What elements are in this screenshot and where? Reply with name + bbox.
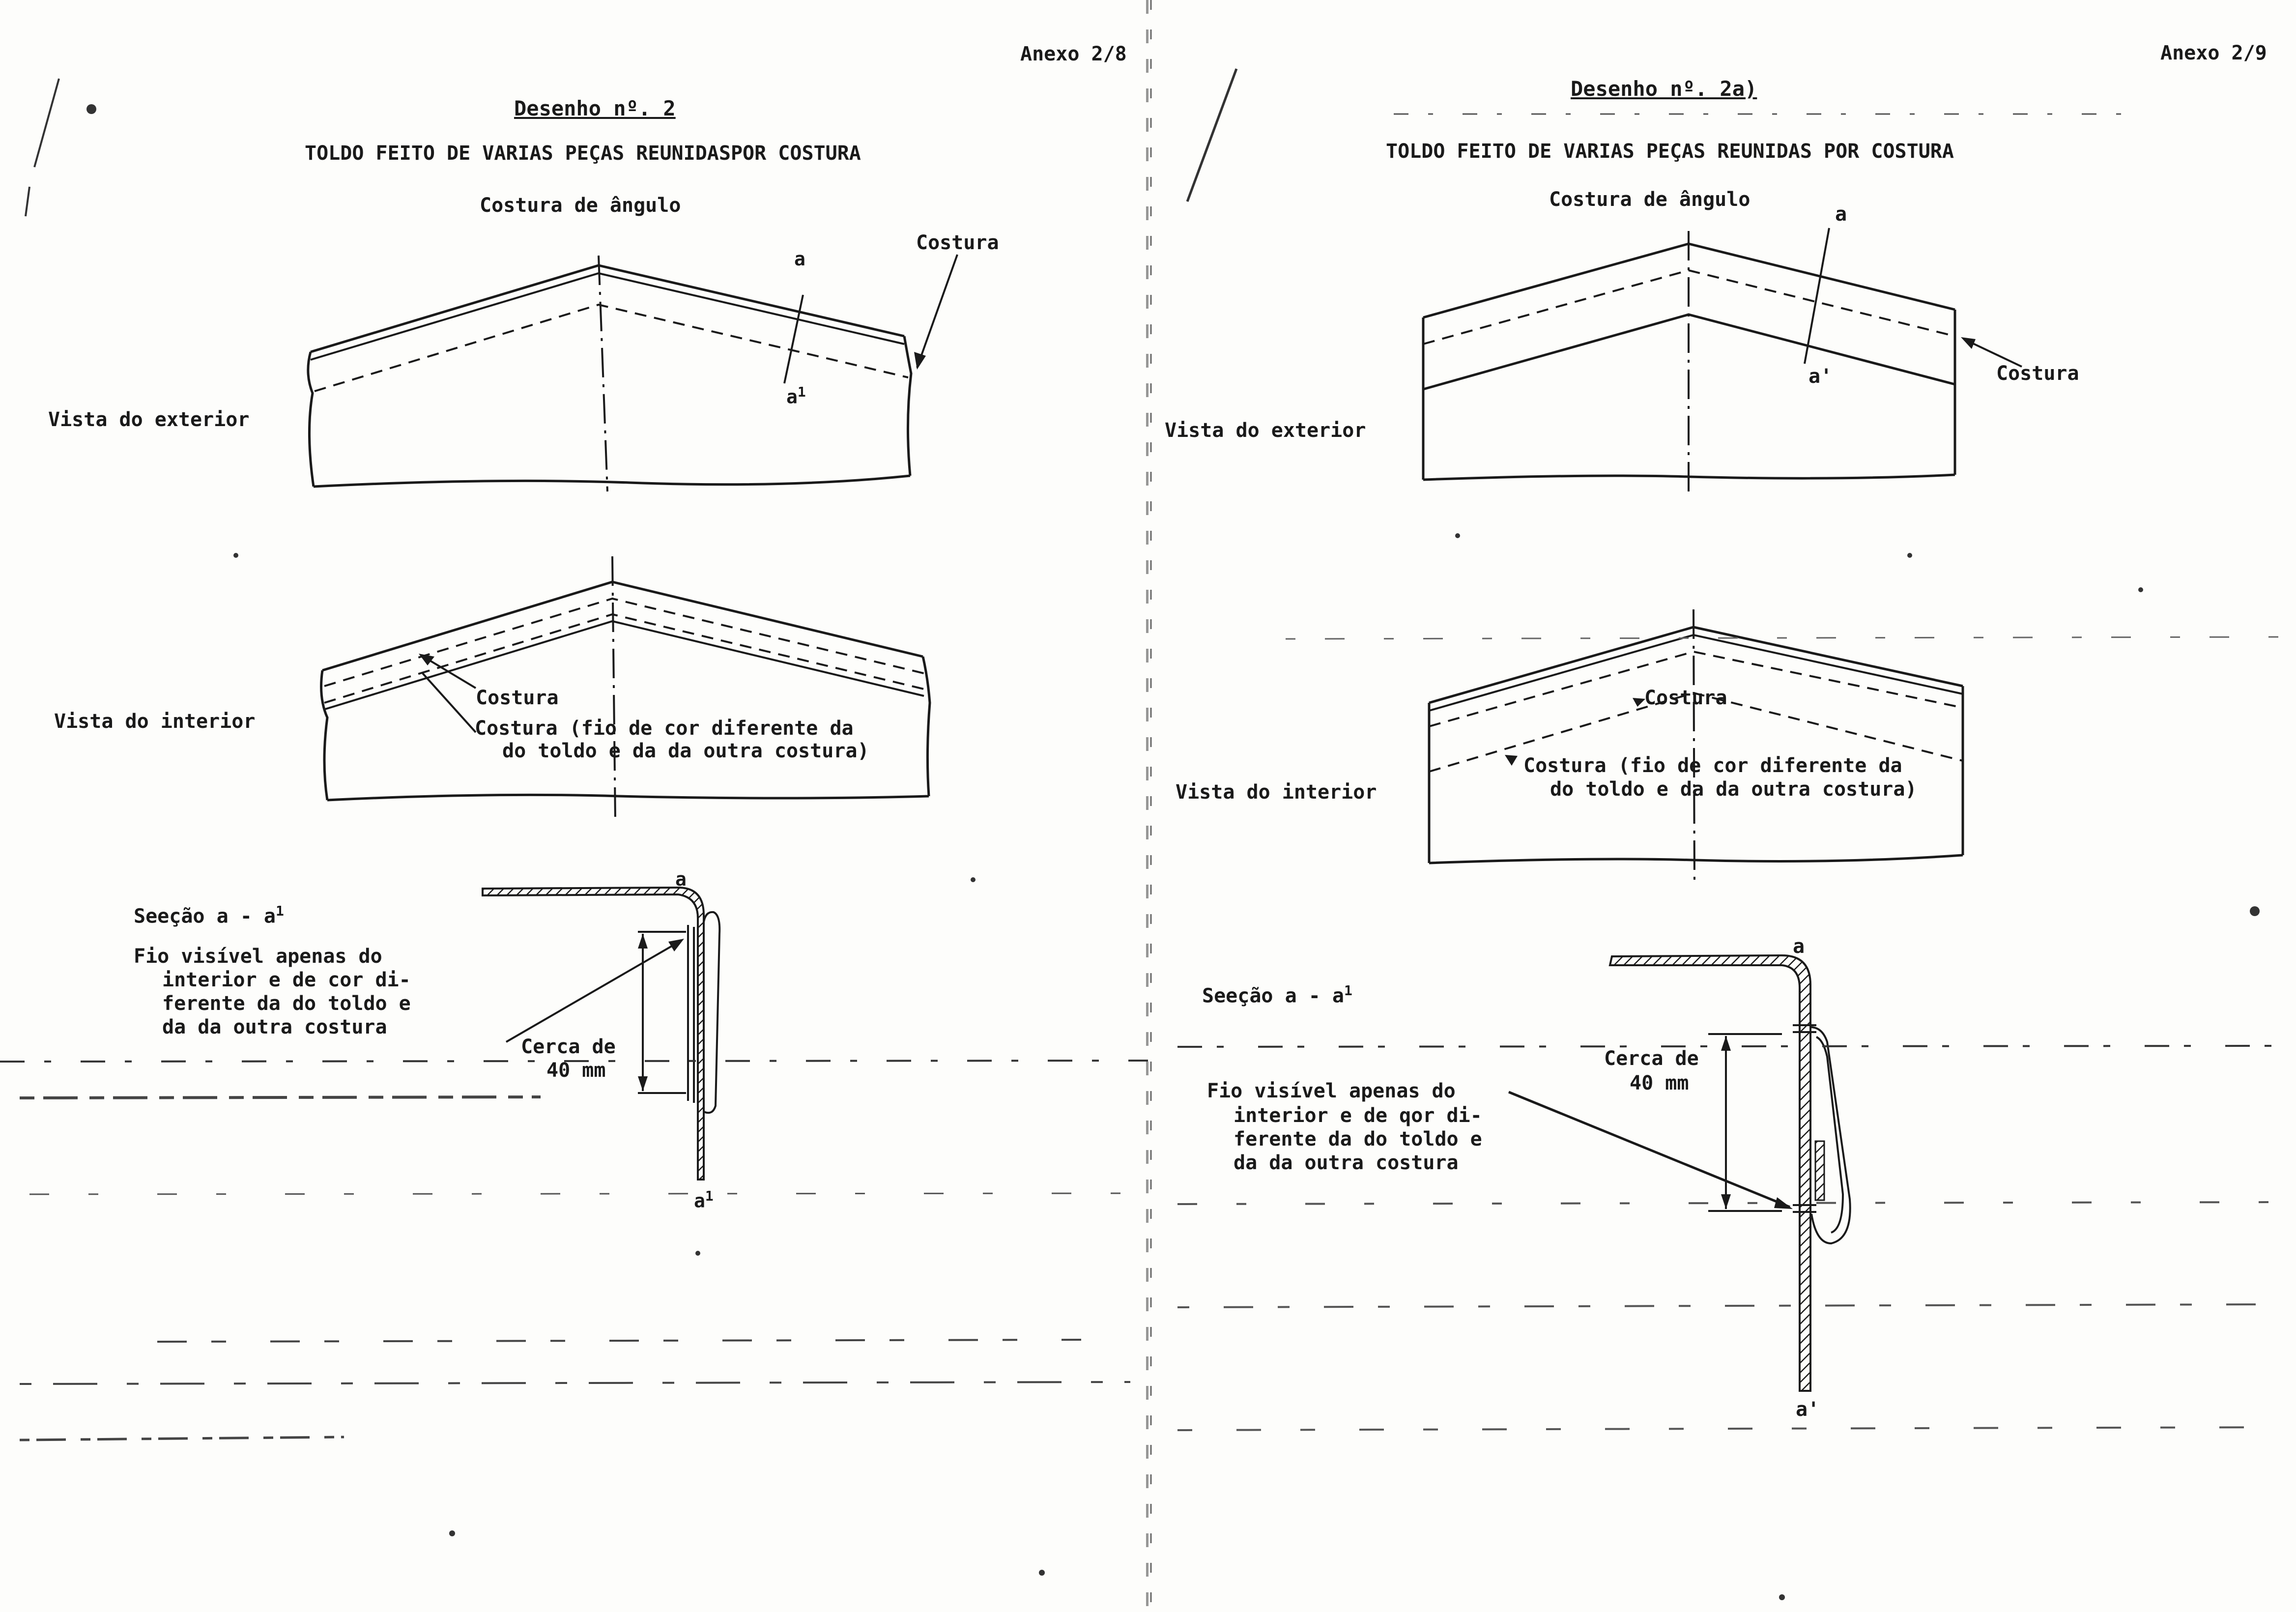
page-spine [1146,0,1148,1612]
right-interior-seam-desc-2: do toldo e da da outra costura) [1550,778,1917,801]
left-interior-seam-desc-1: Costura (fio de cor diferente da [475,717,854,740]
left-section-point-a1-sup: 1 [705,1188,714,1204]
right-section-point-a-prime: a' [1796,1398,1820,1421]
right-exterior-view-label: Vista do exterior [1165,419,1366,442]
right-thread-note-3: ferente da do toldo e [1234,1128,1482,1151]
left-point-a1: a1 [786,384,806,408]
right-angle-seam-label: Costura de ângulo [1549,188,1751,211]
left-interior-seam-desc-2: do toldo e da da outra costura) [502,740,869,762]
right-thread-note-1: Fio visível apenas do [1207,1080,1456,1102]
right-approx-2: 40 mm [1630,1072,1689,1094]
right-scan-marks [1150,0,2279,1612]
left-thread-note-2: interior e de cor di- [162,969,411,991]
left-section-point-a: a [675,868,687,890]
right-point-a-prime: a' [1808,365,1833,388]
left-interior-view-label: Vista do interior [54,710,256,733]
right-thread-note-2: interior e de qor di- [1234,1104,1482,1127]
left-annex-number: Anexo 2/8 [1020,43,1127,65]
left-thread-note-1: Fio visível apenas do [134,945,382,968]
left-exterior-view-label: Vista do exterior [48,408,250,431]
left-section-point-a1: a1 [694,1188,714,1212]
left-thread-note-4: da da outra costura [162,1016,387,1038]
left-thread-note-3: ferente da do toldo e [162,992,411,1015]
left-approx-1: Cerca de [521,1036,616,1058]
left-point-a: a [794,248,805,270]
left-approx-2: 40 mm [546,1059,606,1082]
right-thread-note-4: da da outra costura [1234,1151,1459,1174]
right-interior-view-label: Vista do interior [1176,781,1377,804]
left-section-sup: 1 [275,903,284,919]
right-main-title: TOLDO FEITO DE VARIAS PEÇAS REUNIDAS POR… [1386,140,1954,163]
right-diagram [1150,0,2279,1612]
right-page: Anexo 2/9 Desenho nº. 2a) TOLDO FEITO DE… [1148,0,2296,1612]
right-interior-seam-desc-1: Costura (fio de cor diferente da [1523,754,1902,777]
left-interior-seam-label: Costura [476,687,559,709]
left-section-label: Seeção a - a1 [134,903,284,928]
right-point-a: a [1835,203,1847,226]
right-section-label: Seeção a - a1 [1202,982,1352,1008]
left-interior-view-drawing [320,556,931,821]
left-seam-label: Costura [916,231,999,254]
right-approx-1: Cerca de [1604,1047,1699,1070]
left-exterior-view-drawing [307,254,958,492]
left-point-a1-sup: 1 [797,384,806,400]
left-main-title: TOLDO FEITO DE VARIAS PEÇAS REUNIDASPOR … [305,142,861,165]
right-seam-label: Costura [1996,362,2079,385]
left-drawing-title: Desenho nº. 2 [514,96,676,120]
right-section-sup: 1 [1344,982,1352,999]
right-interior-seam-label: Costura [1644,687,1727,709]
left-page: Anexo 2/8 Desenho nº. 2 TOLDO FEITO DE V… [0,43,1148,1576]
right-exterior-view-drawing [1422,228,2022,491]
left-angle-seam-label: Costura de ângulo [480,194,681,217]
left-diagram [0,78,1148,1576]
right-annex-number: Anexo 2/9 [2160,42,2267,64]
left-scan-marks [0,78,1148,1576]
right-interior-view-drawing [1428,609,1964,885]
left-section-drawing [482,886,721,1180]
right-section-point-a: a [1793,935,1805,958]
right-drawing-title: Desenho nº. 2a) [1571,77,1757,101]
right-section-drawing [1508,954,1851,1392]
